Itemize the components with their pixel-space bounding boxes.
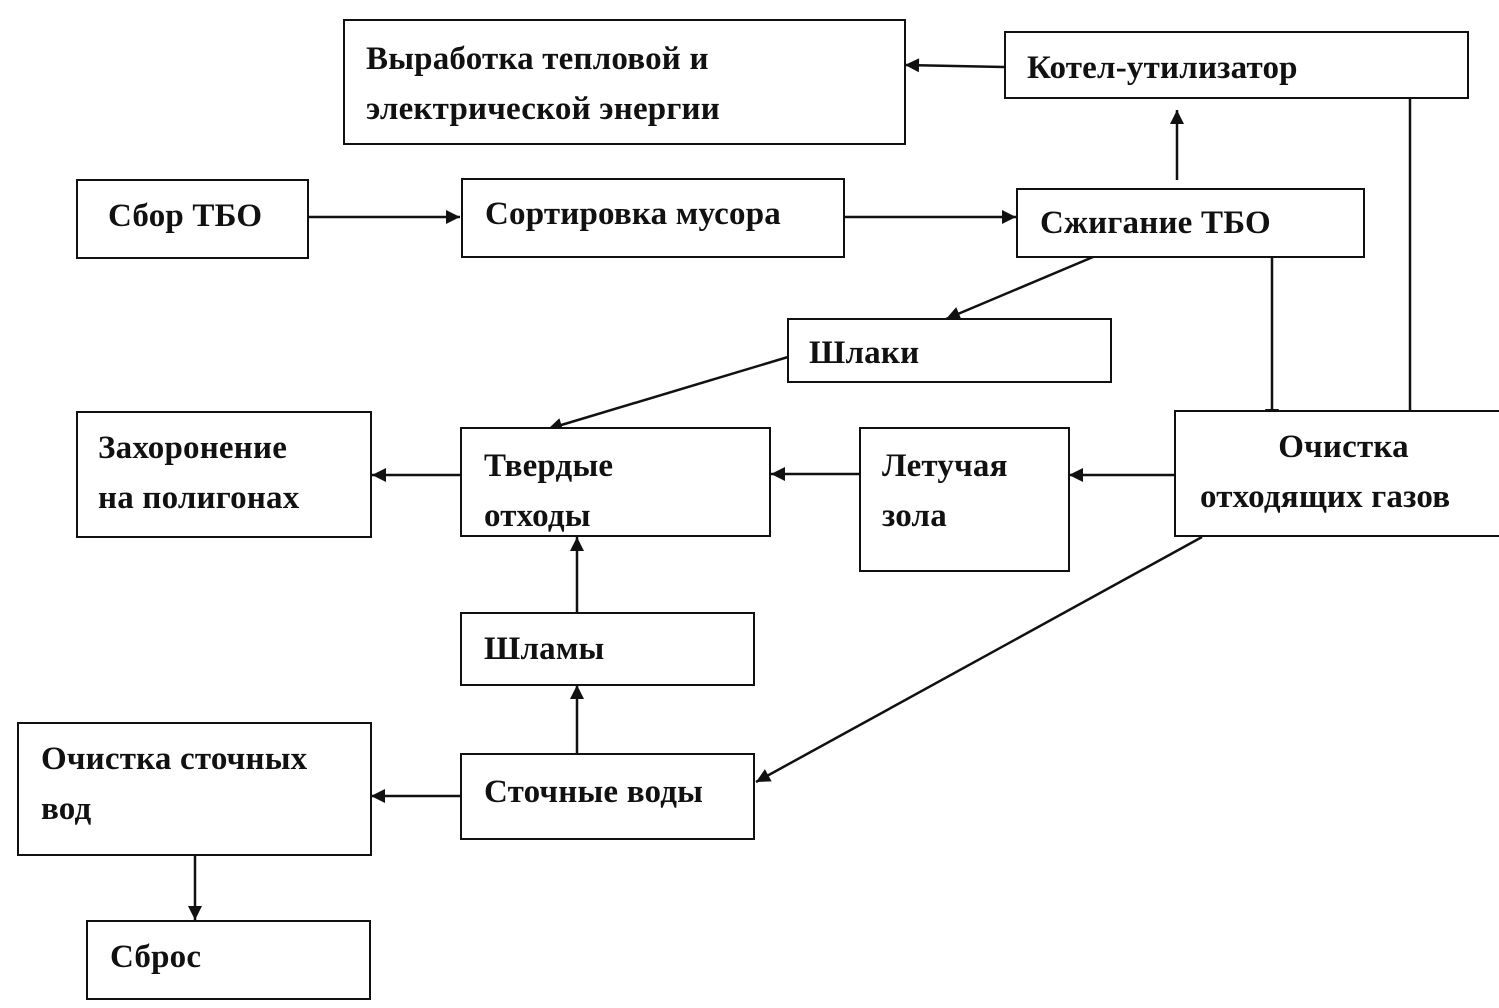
node-landfill: Захоронение на полигонах: [76, 411, 372, 538]
node-landfill-line-2: на полигонах: [98, 480, 300, 516]
node-collect: Сбор ТБО: [76, 179, 309, 259]
node-wwcleaning: Очистка сточных вод: [17, 722, 372, 856]
node-wwcleaning-line-2: вод: [41, 791, 92, 827]
node-discharge: Сброс: [86, 920, 371, 1000]
node-flyash: Летучая зола: [859, 427, 1070, 572]
node-solid: Твердые отходы: [460, 427, 771, 537]
node-sludge: Шламы: [460, 612, 755, 686]
node-sort: Сортировка мусора: [461, 178, 845, 258]
node-boiler: Котел-утилизатор: [1004, 31, 1469, 99]
node-landfill-line-1: Захоронение: [98, 430, 288, 466]
node-energy-line-1: Выработка тепловой и: [366, 41, 709, 77]
node-sludge-line-1: Шламы: [484, 631, 605, 667]
node-flyash-line-1: Летучая: [882, 448, 1008, 484]
node-collect-line-1: Сбор ТБО: [108, 198, 263, 234]
node-burn-line-1: Сжигание ТБО: [1040, 205, 1271, 241]
node-wwcleaning-line-1: Очистка сточных: [41, 741, 308, 777]
edge-slag-to-solid: [547, 355, 789, 432]
node-discharge-line-1: Сброс: [110, 939, 202, 975]
node-burn: Сжигание ТБО: [1016, 188, 1365, 258]
node-gascleaning-line-2: отходящих газов: [1200, 479, 1451, 515]
node-wastewater-line-1: Сточные воды: [484, 774, 704, 810]
node-energy: Выработка тепловой и электрической энерг…: [343, 19, 906, 145]
node-slag-line-1: Шлаки: [809, 335, 920, 371]
node-gascleaning: Очистка отходящих газов: [1174, 410, 1499, 537]
node-solid-line-1: Твердые: [484, 448, 614, 484]
node-wastewater: Сточные воды: [460, 753, 755, 840]
node-flyash-line-2: зола: [882, 498, 947, 534]
edge-boiler-to-energy: [904, 58, 1005, 73]
node-boiler-line-1: Котел-утилизатор: [1027, 50, 1298, 86]
edge-gascleaning-to-wastewater: [755, 535, 1203, 784]
node-slag: Шлаки: [787, 318, 1112, 383]
node-gascleaning-line-1: Очистка: [1278, 429, 1409, 465]
node-energy-line-2: электрической энергии: [366, 91, 720, 127]
edge-burn-to-slag: [945, 255, 1094, 321]
node-sort-line-1: Сортировка мусора: [485, 196, 781, 232]
node-solid-line-2: отходы: [484, 498, 591, 534]
